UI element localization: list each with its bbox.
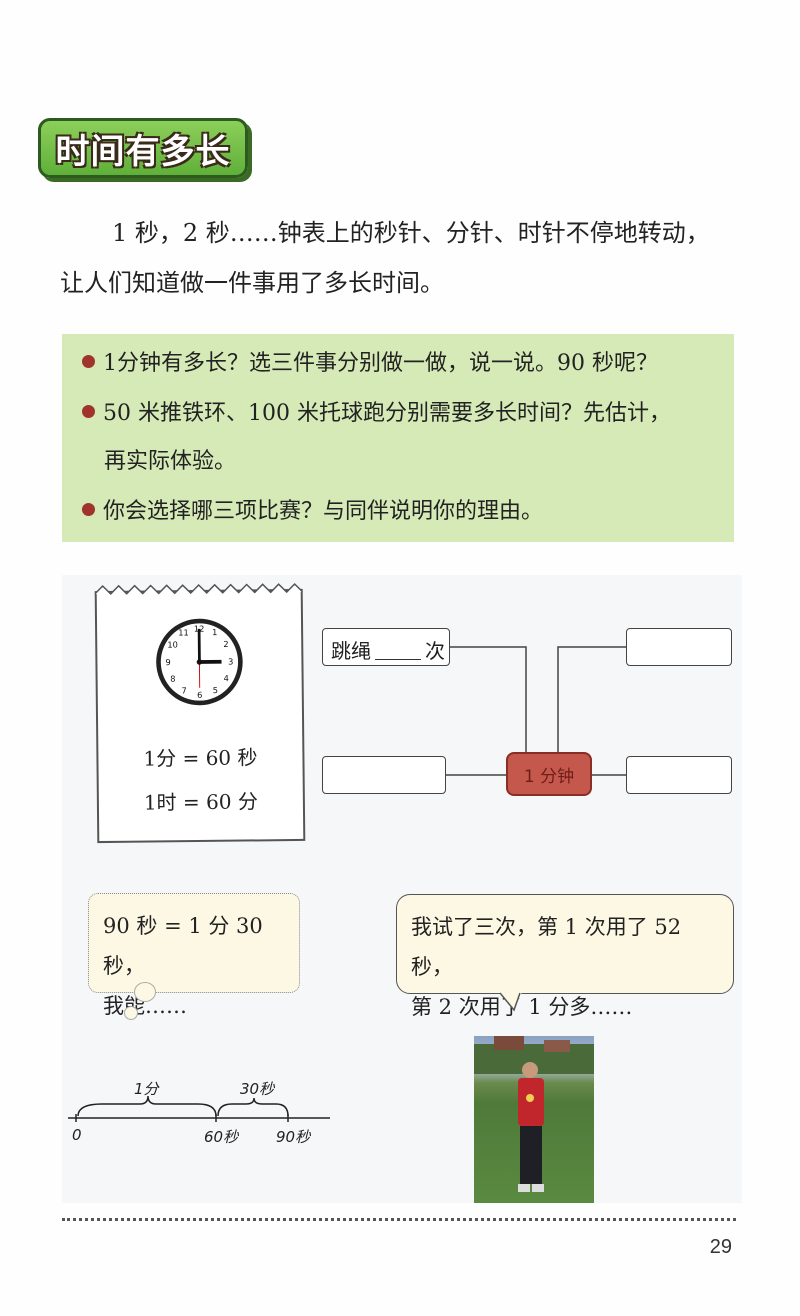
activity-box-top-right[interactable] (626, 628, 732, 666)
svg-text:1: 1 (212, 627, 217, 637)
task-item-2: 50 米推铁环、100 米托球跑分别需要多长时间？先估计， 再实际体验。 (82, 396, 722, 480)
svg-text:8: 8 (170, 674, 175, 684)
one-minute-box: 1 分钟 (506, 752, 592, 796)
speech-line-2: 第 2 次用了 1 分多…… (411, 995, 633, 1019)
svg-text:7: 7 (181, 685, 186, 695)
task-text-2: 50 米推铁环、100 米托球跑分别需要多长时间？先估计， (103, 401, 671, 426)
task-text-2-cont: 再实际体验。 (104, 449, 237, 474)
intro-paragraph: 1 秒，2 秒……钟表上的秒针、分针、时针不停地转动， 让人们知道做一件事用了多… (60, 208, 750, 308)
task-item-3: 你会选择哪三项比赛？与同伴说明你的理由。 (82, 494, 722, 530)
svg-text:4: 4 (224, 673, 229, 683)
activity-box-bottom-right[interactable] (626, 756, 732, 794)
svg-text:11: 11 (178, 627, 189, 637)
jump-rope-box: 跳绳 次 (322, 628, 450, 666)
bullet-icon (82, 355, 95, 368)
student-photo (474, 1036, 594, 1203)
svg-text:3: 3 (228, 656, 233, 666)
bullet-icon (82, 503, 95, 516)
svg-text:2: 2 (223, 639, 228, 649)
svg-text:6: 6 (197, 690, 202, 700)
section-title-tag: 时间有多长 (38, 118, 248, 178)
equation-hour: 1时 = 60 分 (143, 789, 259, 815)
jump-rope-label: 跳绳 次 (331, 635, 445, 664)
svg-text:5: 5 (213, 685, 218, 695)
thought-line-1: 90 秒 = 1 分 30 秒， (103, 914, 263, 978)
fill-blank[interactable] (375, 642, 421, 660)
tick-zero: 0 (72, 1126, 82, 1144)
paper-edge (94, 582, 303, 595)
one-minute-diagram: 跳绳 次 1 分钟 (310, 620, 740, 810)
times-text: 次 (425, 639, 445, 663)
label-thirty-seconds: 30秒 (240, 1080, 275, 1098)
tick-sixty: 60秒 (204, 1128, 239, 1146)
intro-line-2: 让人们知道做一件事用了多长时间。 (60, 269, 444, 297)
tick-ninety: 90秒 (276, 1128, 311, 1146)
label-one-minute: 1分 (134, 1080, 159, 1098)
bullet-icon (82, 405, 95, 418)
section-title: 时间有多长 (55, 131, 231, 172)
page-number: 29 (709, 1236, 732, 1258)
task-box: 1分钟有多长？选三件事分别做一做，说一说。90 秒呢？ 50 米推铁环、100 … (62, 334, 734, 542)
speech-tail (500, 992, 522, 1012)
jump-rope-text: 跳绳 (331, 639, 371, 663)
thought-bubble: 90 秒 = 1 分 30 秒， 我能…… (88, 893, 300, 1018)
speech-bubble: 我试了三次，第 1 次用了 52 秒， 第 2 次用了 1 分多…… (396, 894, 734, 1019)
footer-rule (62, 1218, 736, 1221)
speech-line-1: 我试了三次，第 1 次用了 52 秒， (411, 915, 682, 979)
svg-text:9: 9 (165, 657, 170, 667)
thought-dot-large (134, 982, 156, 1002)
student-figure (474, 1036, 594, 1192)
number-line-graphic (68, 1095, 330, 1122)
task-text-3: 你会选择哪三项比赛？与同伴说明你的理由。 (103, 499, 544, 524)
number-line: 1分 30秒 0 60秒 90秒 (62, 1070, 342, 1160)
intro-line-1: 1 秒，2 秒……钟表上的秒针、分针、时针不停地转动， (112, 219, 710, 247)
connector-lines (446, 646, 626, 776)
svg-text:10: 10 (167, 640, 178, 650)
task-text-1: 1分钟有多长？选三件事分别做一做，说一说。90 秒呢？ (103, 351, 658, 376)
activity-box-bottom-left[interactable] (322, 756, 446, 794)
equation-minute: 1分 = 60 秒 (143, 745, 258, 771)
thought-dot-small (124, 1006, 138, 1020)
task-item-1: 1分钟有多长？选三件事分别做一做，说一说。90 秒呢？ (82, 346, 722, 382)
svg-text:12: 12 (194, 624, 205, 634)
